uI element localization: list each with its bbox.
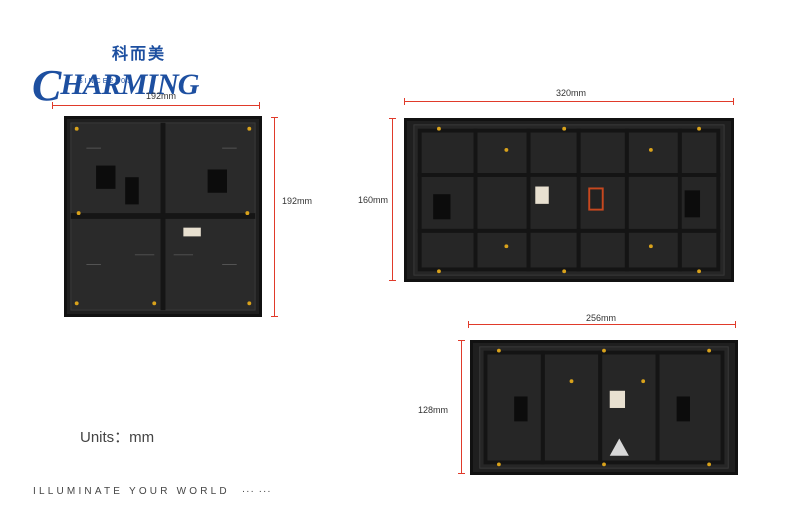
small-module-circuit-art [479, 346, 729, 469]
logo-wordmark: CHARMING [32, 54, 199, 110]
large-height-label: 160mm [358, 195, 389, 205]
square-module-circuit-art [70, 122, 256, 311]
square-height-label: 192mm [282, 196, 313, 206]
large-module-circuit-art [413, 124, 725, 276]
brand-logo: 科而美 CHARMING SINCE2003 [32, 40, 199, 110]
tagline: ILLUMINATE YOUR WORLD ··· ··· [33, 486, 272, 497]
tagline-text: ILLUMINATE YOUR WORLD [33, 486, 230, 497]
logo-initial: C [32, 61, 61, 110]
logo-since: SINCE2003 [78, 78, 133, 85]
large-height-dimension-line [389, 118, 396, 281]
small-led-module [470, 340, 738, 475]
square-width-label: 192mm [146, 91, 177, 101]
logo-chinese-name: 科而美 [112, 44, 167, 63]
tagline-dots: ··· ··· [241, 486, 272, 497]
units-label: Units：mm [80, 429, 155, 446]
large-led-module [404, 118, 734, 282]
logo-wordmark-rest: HARMING [60, 68, 199, 101]
small-height-dimension-line [458, 340, 465, 474]
small-width-dimension-line [468, 321, 736, 328]
square-led-module [64, 116, 262, 317]
small-width-label: 256mm [586, 313, 617, 323]
square-width-dimension-line [52, 102, 260, 109]
small-height-label: 128mm [418, 405, 449, 415]
large-width-dimension-line [404, 98, 734, 105]
square-height-dimension-line [271, 117, 278, 317]
large-width-label: 320mm [556, 88, 587, 98]
